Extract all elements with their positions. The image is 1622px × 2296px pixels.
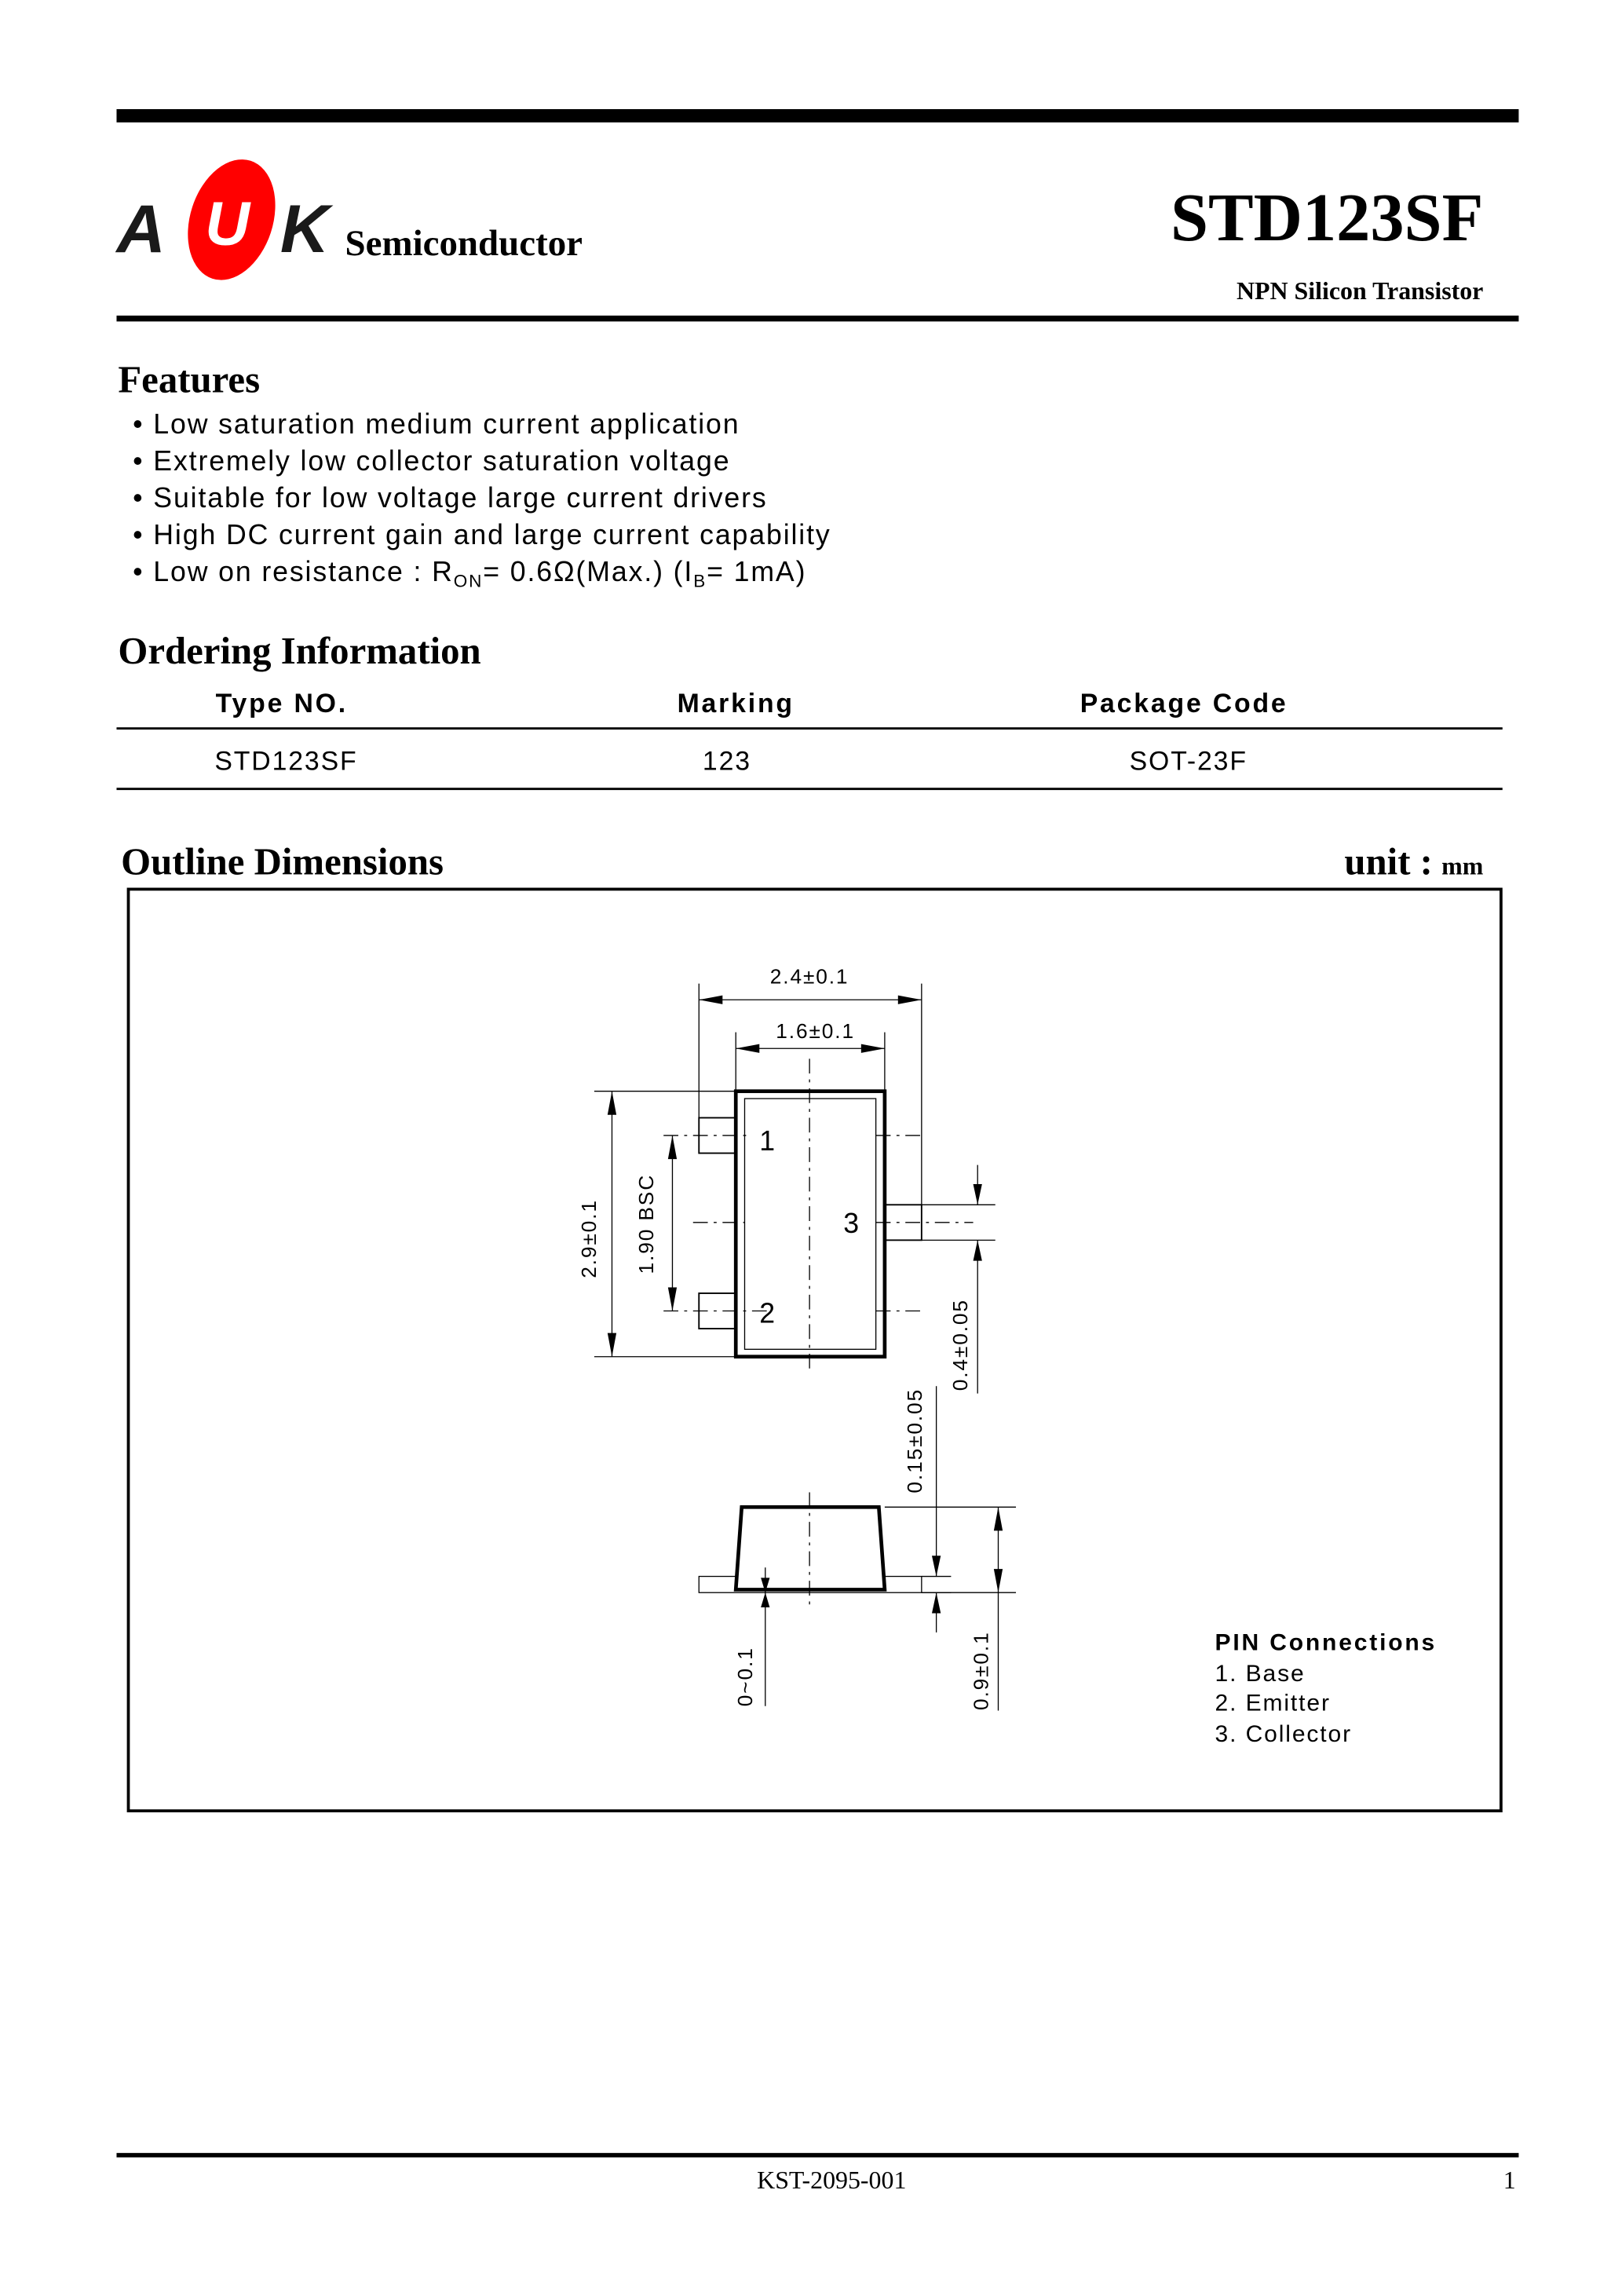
package-body bbox=[733, 1089, 887, 1359]
pin-connection-item: 1. Base bbox=[1215, 1661, 1306, 1687]
feature-item: • Extremely low collector saturation vol… bbox=[133, 445, 730, 477]
pin-connection-item: 3. Collector bbox=[1215, 1721, 1352, 1747]
ordering-table: Type NO. Marking Package Code STD123SF 1… bbox=[116, 689, 1503, 791]
logo-letter-k: K bbox=[280, 192, 334, 267]
outline-title: Outline Dimensions bbox=[121, 840, 444, 883]
footer-rule bbox=[116, 2152, 1519, 2158]
logo-letter-u: U bbox=[205, 189, 251, 258]
package-drawing: 1 2 3 2.4±0.1 1.6±0.1 2.9±0.1 1.90 BSC 0… bbox=[577, 965, 1017, 1711]
pin-connection-item: 2. Emitter bbox=[1215, 1690, 1331, 1716]
feature-item: • Suitable for low voltage large current… bbox=[133, 482, 767, 514]
top-rule bbox=[116, 108, 1519, 122]
pin-number-3: 3 bbox=[843, 1208, 859, 1239]
dim-lead-thickness: 0.15±0.05 bbox=[903, 1388, 926, 1493]
part-subtitle: NPN Silicon Transistor bbox=[1237, 277, 1483, 305]
auk-logo: A U K Semiconductor bbox=[115, 159, 583, 280]
feature-item: • Low saturation medium current applicat… bbox=[133, 408, 740, 440]
pin-number-2: 2 bbox=[759, 1298, 775, 1329]
package-side-view bbox=[733, 1504, 887, 1592]
part-number: STD123SF bbox=[1171, 180, 1483, 255]
ordering-title: Ordering Information bbox=[118, 629, 480, 672]
header-rule bbox=[116, 315, 1519, 322]
pin-connections-title: PIN Connections bbox=[1215, 1629, 1438, 1655]
col-header-marking: Marking bbox=[678, 689, 795, 718]
pin-number-1: 1 bbox=[759, 1125, 775, 1157]
dim-body-width: 1.6±0.1 bbox=[776, 1019, 855, 1043]
logo-letter-a: A bbox=[115, 192, 165, 267]
feature-item: • High DC current gain and large current… bbox=[133, 519, 831, 550]
dim-length: 2.9±0.1 bbox=[577, 1199, 601, 1278]
dim-height: 0.9±0.1 bbox=[969, 1631, 992, 1710]
features-title: Features bbox=[118, 358, 260, 401]
page-number: 1 bbox=[1503, 2166, 1516, 2194]
feature-item: • Low on resistance : RON= 0.6Ω(Max.) (I… bbox=[133, 556, 806, 591]
outline-frame bbox=[126, 887, 1503, 1813]
logo-word: Semiconductor bbox=[345, 223, 583, 264]
dim-overall-width: 2.4±0.1 bbox=[770, 965, 849, 989]
dim-standoff: 0~0.1 bbox=[733, 1647, 757, 1706]
pin-connections: PIN Connections 1. Base 2. Emitter 3. Co… bbox=[1215, 1629, 1438, 1747]
dim-pitch: 1.90 BSC bbox=[634, 1174, 658, 1274]
col-header-package: Package Code bbox=[1080, 689, 1288, 718]
features-list: • Low saturation medium current applicat… bbox=[133, 408, 831, 591]
table-row: STD123SF 123 SOT-23F bbox=[214, 746, 1248, 776]
svg-text:123: 123 bbox=[703, 746, 751, 776]
col-header-type: Type NO. bbox=[216, 689, 348, 718]
svg-text:SOT-23F: SOT-23F bbox=[1130, 746, 1248, 776]
svg-text:STD123SF: STD123SF bbox=[214, 746, 357, 776]
dim-lead-width: 0.4±0.05 bbox=[948, 1299, 972, 1391]
doc-number: KST-2095-001 bbox=[757, 2166, 906, 2194]
unit-label: unit :mm bbox=[1344, 840, 1483, 883]
